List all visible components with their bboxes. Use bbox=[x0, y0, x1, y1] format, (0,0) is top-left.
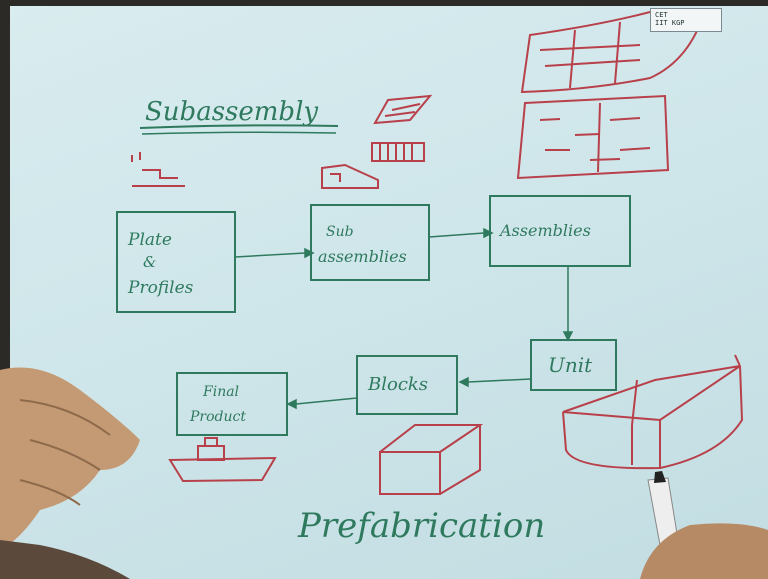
left-hand-image bbox=[0, 367, 140, 579]
assembly-box bbox=[489, 195, 631, 267]
whiteboard-paper bbox=[10, 6, 768, 579]
logo-line-1: CET bbox=[655, 11, 668, 19]
assembly-label: Assemblies bbox=[498, 221, 591, 240]
block-cube-sketch bbox=[379, 424, 484, 495]
final-product-label-1: Final bbox=[202, 384, 239, 400]
profile-part-sketch bbox=[131, 152, 185, 187]
unit-box bbox=[530, 339, 617, 391]
hull-unit-sketch bbox=[562, 354, 744, 470]
plates-label-2: & bbox=[143, 253, 156, 271]
flow-arrows bbox=[234, 227, 574, 410]
heading-subassembly: Subassembly bbox=[145, 97, 318, 127]
plates-box bbox=[116, 211, 236, 313]
blocks-box bbox=[356, 355, 458, 415]
logo-line-2: IIT KGP bbox=[655, 19, 685, 27]
bracket-part-sketch bbox=[321, 163, 379, 189]
subassembly-label-2: assemblies bbox=[318, 247, 407, 266]
plates-label-1: Plate bbox=[127, 230, 172, 250]
subassembly-box bbox=[310, 204, 430, 281]
curved-panel-sketch bbox=[520, 8, 707, 94]
grid-part-sketch bbox=[371, 142, 425, 162]
right-hand-marker-image bbox=[640, 471, 768, 579]
subassembly-label-1: Sub bbox=[326, 224, 354, 240]
final-product-label-2: Product bbox=[189, 409, 246, 425]
plates-label-3: Profiles bbox=[127, 278, 194, 298]
plate-part-sketch bbox=[373, 94, 433, 125]
footer-prefabrication: Prefabrication bbox=[297, 506, 545, 546]
ship-sketch bbox=[168, 437, 277, 483]
blocks-label: Blocks bbox=[367, 374, 428, 395]
final-product-box bbox=[176, 372, 288, 436]
unit-label: Unit bbox=[548, 353, 593, 377]
institute-logo: CET IIT KGP bbox=[650, 8, 722, 32]
flat-panel-sketch bbox=[516, 94, 670, 180]
